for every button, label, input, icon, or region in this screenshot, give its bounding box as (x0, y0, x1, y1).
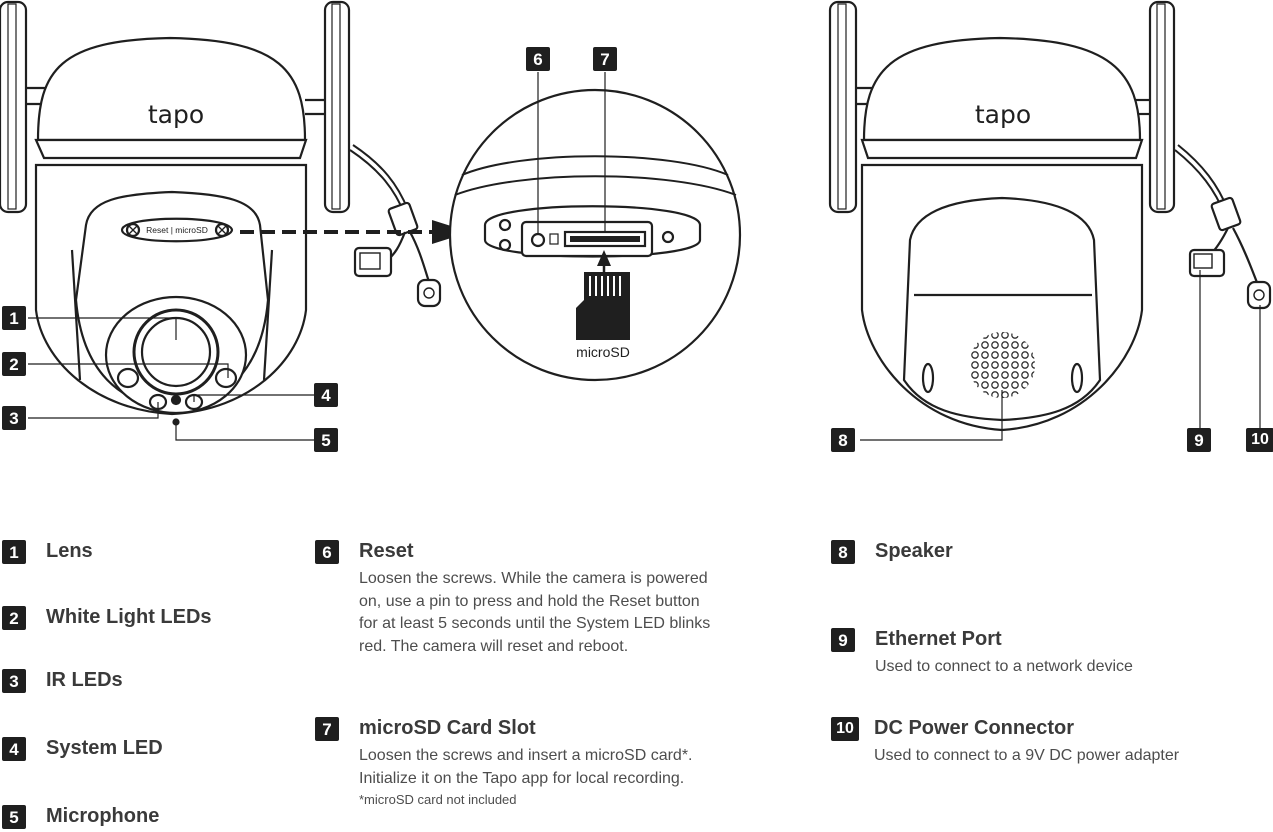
callout-1: 1 (2, 306, 26, 330)
legend-item-reset: 6 Reset Loosen the screws. While the cam… (315, 540, 715, 658)
microsd-card-label: microSD (576, 344, 630, 360)
callout-5: 5 (314, 428, 338, 452)
front-strip-label: Reset | microSD (146, 225, 208, 235)
legend-title: System LED (46, 737, 163, 759)
legend-title: DC Power Connector (874, 717, 1075, 739)
legend-item-system-led: 4 System LED (2, 737, 163, 761)
legend-title: Ethernet Port (875, 628, 1002, 650)
callout-9: 9 (1187, 428, 1211, 452)
legend-title: Speaker (875, 540, 953, 562)
legend-description: Used to connect to a network device (875, 658, 1133, 675)
legend-item-microphone: 5 Microphone (2, 805, 159, 829)
callout-6: 6 (526, 47, 550, 71)
legend-title: IR LEDs (46, 669, 123, 691)
legend-number: 7 (315, 717, 339, 741)
legend-item-speaker: 8 Speaker (831, 540, 1251, 564)
zoom-detail (448, 72, 742, 382)
legend-item-ir-leds: 3 IR LEDs (2, 669, 123, 693)
legend-item-dc-power-connector: 10 DC Power Connector Used to connect to… (831, 717, 1251, 768)
legend-number: 9 (831, 628, 855, 652)
legend-title: Reset (359, 540, 414, 562)
legend-number: 6 (315, 540, 339, 564)
front-callout-leaders (28, 317, 314, 441)
legend-number: 1 (2, 540, 26, 564)
legend-number: 5 (2, 805, 26, 829)
legend-description: Loosen the screws. While the camera is p… (359, 570, 711, 655)
legend-description: Loosen the screws and insert a microSD c… (359, 747, 693, 787)
legend-number: 8 (831, 540, 855, 564)
callout-2: 2 (2, 352, 26, 376)
legend-number: 3 (2, 669, 26, 693)
legend-title: Lens (46, 540, 93, 562)
legend-number: 10 (831, 717, 859, 741)
legend-title: Microphone (46, 805, 160, 827)
front-brand-logo: tapo (148, 100, 204, 129)
legend-item-lens: 1 Lens (2, 540, 93, 564)
legend-item-ethernet-port: 9 Ethernet Port Used to connect to a net… (831, 628, 1251, 679)
legend-item-microsd-card-slot: 7 microSD Card Slot Loosen the screws an… (315, 717, 715, 809)
callout-7: 7 (593, 47, 617, 71)
legend-title: White Light LEDs (46, 606, 212, 628)
callout-10: 10 (1246, 428, 1273, 452)
callout-4: 4 (314, 383, 338, 407)
legend-number: 4 (2, 737, 26, 761)
callout-3: 3 (2, 406, 26, 430)
rear-brand-logo: tapo (975, 100, 1031, 129)
legend-item-white-light-leds: 2 White Light LEDs (2, 606, 212, 630)
front-camera (0, 0, 442, 426)
legend-description: Used to connect to a 9V DC power adapter (874, 747, 1180, 764)
camera-diagram: tapo Reset | microSD (0, 0, 1272, 441)
rear-camera (828, 0, 1272, 441)
legend-footnote: *microSD card not included (359, 792, 517, 807)
callout-8: 8 (831, 428, 855, 452)
legend-number: 2 (2, 606, 26, 630)
legend-title: microSD Card Slot (359, 717, 536, 739)
